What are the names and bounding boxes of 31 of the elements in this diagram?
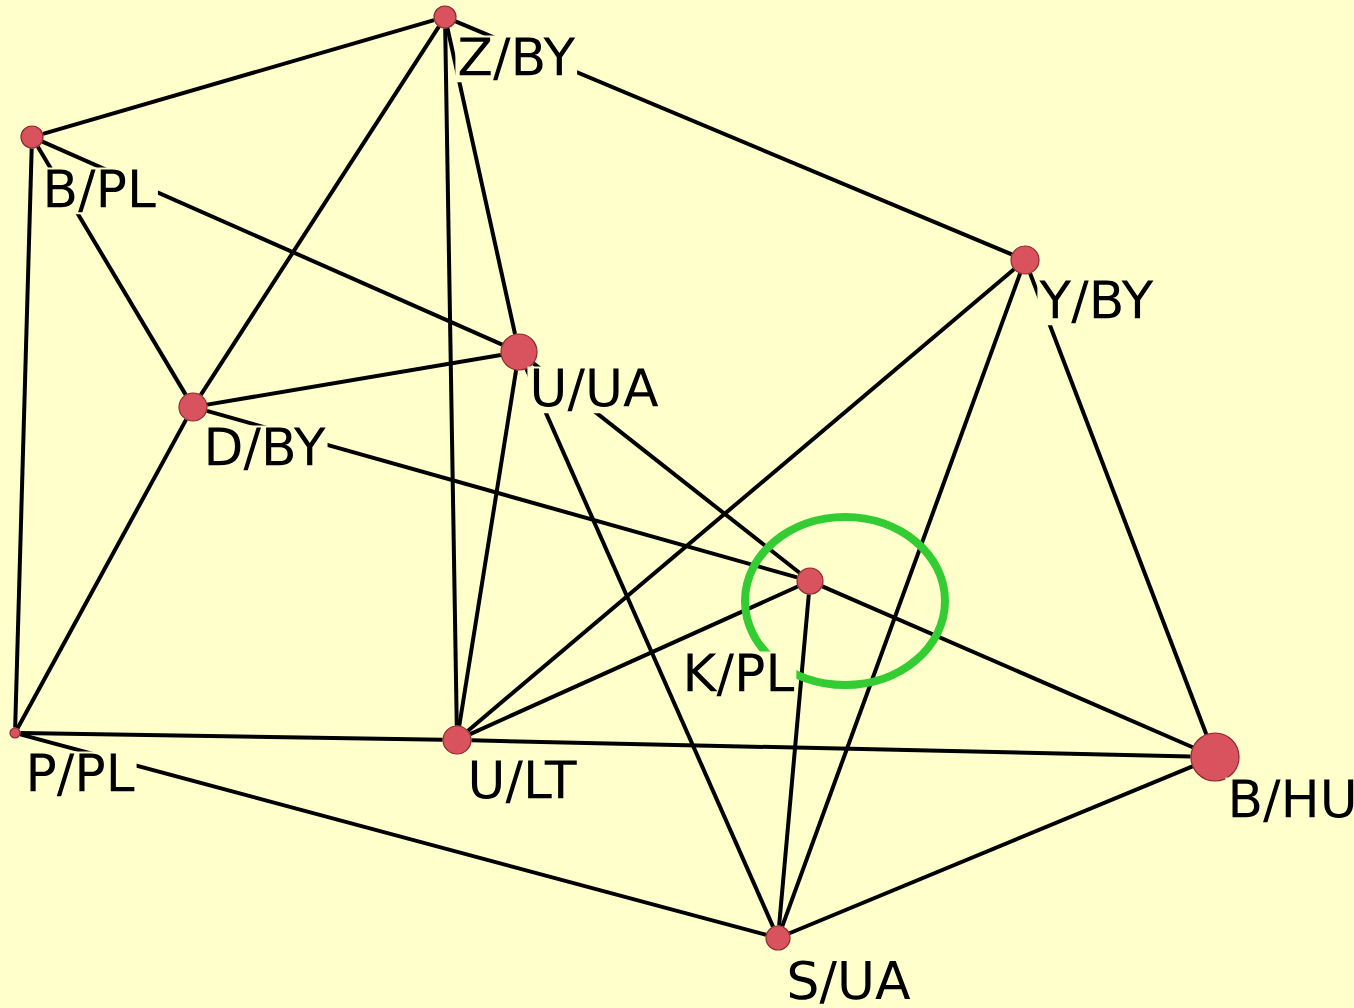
connector-line	[780, 272, 1022, 928]
connector-line	[471, 738, 1191, 759]
node-label: Y/BY	[1037, 278, 1156, 326]
connector-line	[443, 28, 459, 726]
node-label: U/LT	[465, 758, 579, 806]
connector-line	[469, 584, 799, 736]
connector-line	[788, 764, 1194, 936]
connector-line	[19, 732, 767, 937]
connector-line	[466, 267, 1016, 733]
connector-line	[457, 369, 519, 727]
node-label: K/PL	[680, 651, 797, 699]
connector-line	[20, 731, 443, 742]
node-label: B/PL	[40, 167, 158, 215]
node-label: Z/BY	[455, 35, 578, 83]
connector-line	[821, 584, 1194, 750]
node-label: U/UA	[527, 366, 661, 414]
connector-line	[1028, 272, 1209, 735]
connector-line	[206, 409, 798, 580]
connector-line	[445, 27, 517, 335]
connector-line	[41, 139, 503, 347]
connector-line	[524, 368, 775, 928]
node-label: B/HU	[1225, 777, 1354, 825]
connector-line	[199, 25, 441, 396]
connector-line	[15, 418, 188, 730]
node-label: S/UA	[784, 958, 913, 1006]
node-label: D/BY	[201, 425, 328, 473]
connector-line	[206, 353, 502, 407]
connector-line	[777, 594, 811, 926]
connector-line	[42, 18, 435, 136]
node-label: P/PL	[23, 751, 137, 799]
connector-line	[13, 148, 34, 728]
